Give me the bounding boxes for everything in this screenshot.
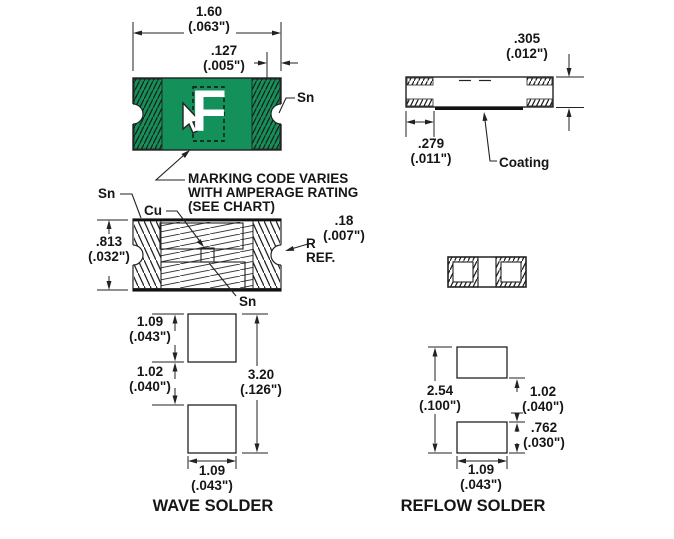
wave-dim-overall: 3.20 (.126") (240, 367, 282, 397)
wave-dim-pad-width-inch: (.043") (191, 478, 233, 493)
wave-dim-pad-top-inch: (.043") (129, 329, 171, 344)
reflow-dim-pad-width-inch: (.043") (460, 477, 502, 492)
dim-thickness-mm: .305 (513, 31, 541, 46)
side-view (405, 54, 584, 162)
reflow-dim-gap-mm: 1.02 (529, 384, 557, 399)
mouse-cursor-icon (182, 101, 202, 134)
dim-length-inch: (.063") (188, 19, 230, 34)
reflow-dim-gap: 1.02 (.040") (522, 384, 564, 414)
dim-thickness: .305 (.012") (506, 31, 548, 61)
wave-dim-overall-inch: (.126") (240, 382, 282, 397)
reflow-pad-top (456, 346, 508, 379)
wave-dim-pad-top-mm: 1.09 (136, 314, 164, 329)
reflow-dim-pad-width: 1.09 (.043") (460, 462, 502, 492)
dim-band-inch: (.005") (203, 58, 245, 73)
reflow-dim-pad-height-inch: (.030") (523, 435, 565, 450)
marking-letter: F (191, 79, 227, 144)
wave-dim-overall-mm: 3.20 (247, 367, 275, 382)
reflow-dim-pad-height: .762 (.030") (523, 420, 565, 450)
wave-dim-pad-width: 1.09 (.043") (191, 463, 233, 493)
dim-width: .813 (.032") (88, 234, 130, 264)
cross-section-view (97, 193, 309, 297)
reflow-solder-layout (428, 346, 525, 469)
dim-length: 1.60 (.063") (188, 4, 230, 34)
wave-dim-gap-mm: 1.02 (136, 364, 164, 379)
reflow-solder-title: REFLOW SOLDER (400, 497, 546, 515)
dim-radius: .18 (.007") (323, 213, 365, 243)
marking-note-line3: (SEE CHART) (188, 199, 275, 214)
dim-radius-inch: (.007") (323, 228, 365, 243)
dim-width-inch: (.032") (88, 249, 130, 264)
radius-prefix: R (306, 236, 316, 251)
reflow-dim-overall-mm: 2.54 (426, 383, 454, 398)
wave-dim-pad-top: 1.09 (.043") (129, 314, 171, 344)
sn-label-bottom: Sn (239, 294, 257, 309)
dim-termination-mm: .279 (417, 136, 445, 151)
bottom-view (447, 256, 527, 288)
cu-label: Cu (144, 203, 162, 218)
marking-note-line2: WITH AMPERAGE RATING (188, 185, 359, 200)
dim-width-mm: .813 (95, 234, 123, 249)
sn-label-top: Sn (98, 186, 116, 201)
wave-dim-pad-width-mm: 1.09 (198, 463, 226, 478)
wave-pad-top (187, 313, 237, 363)
dim-radius-mm: .18 (334, 213, 354, 228)
dim-termination-inch: (.011") (410, 151, 452, 166)
coating-label: Coating (499, 155, 550, 170)
wave-dim-gap-inch: (.040") (129, 379, 171, 394)
reflow-dim-gap-inch: (.040") (522, 399, 564, 414)
reflow-dim-pad-width-mm: 1.09 (467, 462, 495, 477)
dim-band-mm: .127 (210, 43, 238, 58)
dim-length-mm: 1.60 (195, 4, 223, 19)
dim-termination: .279 (.011") (411, 136, 452, 166)
plan-view (123, 22, 298, 181)
marking-note-line1: MARKING CODE VARIES (188, 171, 349, 186)
reflow-dim-overall-inch: (.100") (419, 398, 461, 413)
reflow-pad-bottom (456, 421, 508, 454)
dim-thickness-inch: (.012") (506, 46, 548, 61)
wave-pad-bottom (187, 404, 237, 454)
reflow-dim-pad-height-mm: .762 (530, 420, 558, 435)
wave-solder-title: WAVE SOLDER (152, 497, 274, 515)
dim-band: .127 (.005") (203, 43, 245, 73)
wave-solder-layout (152, 313, 268, 469)
reflow-dim-overall: 2.54 (.100") (419, 383, 461, 413)
radius-ref: REF. (306, 250, 336, 265)
sn-label-plan: Sn (297, 90, 315, 105)
solder-joint (200, 247, 215, 263)
wave-dim-gap: 1.02 (.040") (129, 364, 171, 394)
